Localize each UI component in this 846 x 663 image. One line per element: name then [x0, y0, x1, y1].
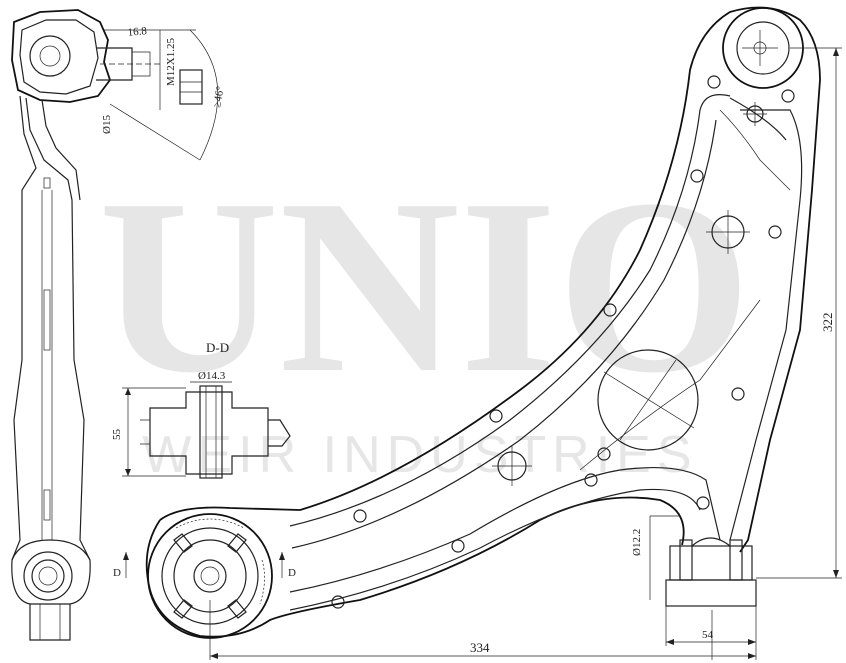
dimension-lines: [209, 47, 842, 660]
dim-thread-spec: M12X1.25: [165, 38, 177, 86]
section-marker-right: D: [288, 567, 296, 579]
plan-view-arm: [123, 6, 821, 639]
dim-overall-length: 334: [470, 640, 490, 655]
section-dd-view: D-D: [122, 340, 291, 479]
watermark-tagline: WEIR INDUSTRIES: [142, 426, 697, 484]
dim-overall-height: 322: [820, 313, 835, 333]
dim-stud-diameter: Ø15: [101, 115, 113, 134]
dim-bushing-height: 55: [111, 429, 123, 441]
dim-taper-angle: ≥46°: [211, 85, 227, 108]
section-label: D-D: [206, 340, 229, 355]
dim-thread-offset: 16.8: [127, 25, 148, 39]
dim-bushing-bore: Ø14.3: [198, 370, 226, 382]
mounting-holes: [331, 75, 795, 609]
section-marker-left: D: [113, 567, 121, 579]
dim-ball-joint-width: 54: [702, 629, 714, 641]
side-view-arm: [11, 9, 219, 641]
watermark-brand: UNIO: [99, 148, 752, 425]
dim-ball-joint-bore: Ø12.2: [631, 529, 643, 556]
watermark: UNIO WEIR INDUSTRIES: [99, 148, 752, 484]
